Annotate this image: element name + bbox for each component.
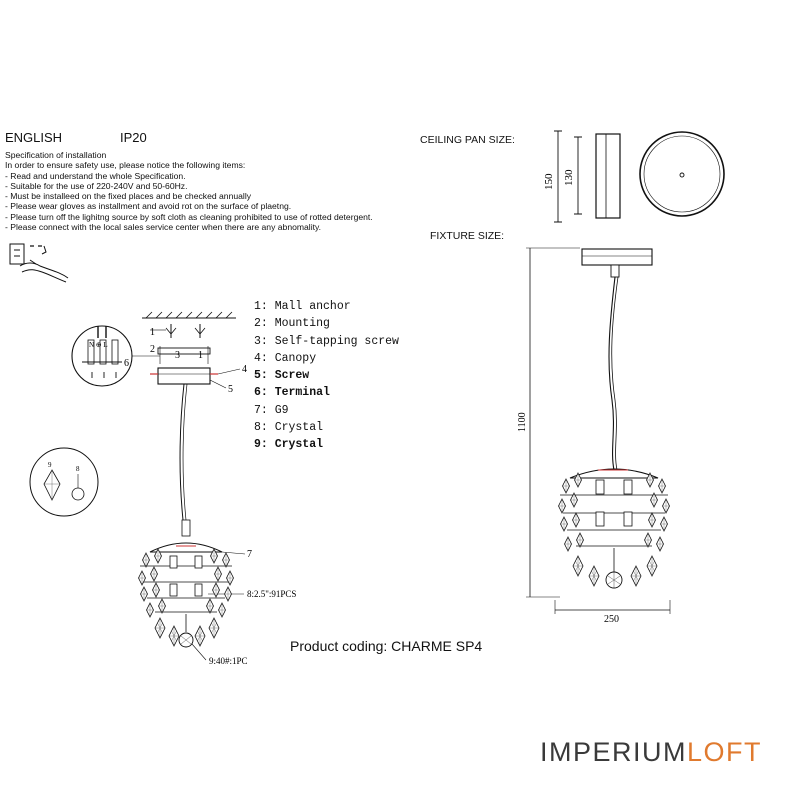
- product-coding: Product coding: CHARME SP4: [290, 638, 483, 654]
- ceiling-pan-size-label: CEILING PAN SIZE:: [420, 134, 515, 146]
- ceiling-hatch: [142, 311, 236, 319]
- callout-4: 4: [242, 364, 247, 375]
- ip-rating: IP20: [120, 130, 147, 145]
- legend-item: 4: Canopy: [254, 351, 317, 365]
- spec-line: In order to ensure safety use, please no…: [5, 160, 246, 171]
- legend-item: 8: Crystal: [254, 421, 324, 435]
- fixture-height: 1100: [517, 412, 528, 432]
- callout-crystal-9: 9:40#:1PC: [209, 656, 248, 666]
- safety-hand-icon: [7, 242, 73, 284]
- fixture-size-label: FIXTURE SIZE:: [430, 230, 505, 242]
- callout-6: 6: [124, 358, 129, 369]
- callout-2: 2: [150, 344, 155, 355]
- legend-item: 7: G9: [254, 403, 289, 417]
- brand-part-2: LOFT: [687, 737, 763, 767]
- parts-legend: 1: Mall anchor 2: Mounting 3: Self-tappi…: [254, 298, 399, 454]
- ceiling-pan-top-view: [639, 131, 725, 217]
- specification-title: Specification of installation: [5, 150, 107, 160]
- pan-height-inner: 130: [563, 169, 575, 186]
- spec-line: - Please connect with the local sales se…: [5, 222, 322, 233]
- callout-5: 5: [228, 384, 233, 395]
- fixture-width: 250: [604, 614, 619, 625]
- specification-block: Specification of installation In order t…: [5, 150, 373, 232]
- crystal-detail-circle: [29, 447, 99, 517]
- terminal-detail-circle: [71, 325, 160, 387]
- legend-item: 2: Mounting: [254, 317, 330, 331]
- legend-item: 5: Screw: [254, 369, 310, 383]
- crystal-detail-label-8: 8: [76, 465, 80, 473]
- brand-part-1: IMPERIUM: [540, 737, 687, 767]
- callout-1: 1: [150, 327, 155, 338]
- pan-height-outer: 150: [543, 173, 555, 190]
- ceiling-pan-side-view: [554, 130, 621, 223]
- callout-7: 7: [247, 549, 252, 560]
- legend-item: 3: Self-tapping screw: [254, 334, 399, 348]
- spec-line: - Suitable for the use of 220-240V and 5…: [5, 180, 188, 191]
- brand-logo: IMPERIUMLOFT: [540, 737, 762, 768]
- mounting-assembly: [150, 324, 241, 521]
- legend-item: 1: Mall anchor: [254, 300, 351, 313]
- terminal-letters: N ⊕ L: [89, 341, 108, 349]
- callout-1b: 1: [198, 350, 203, 361]
- fixture-front-view: [560, 248, 668, 589]
- spec-line: - Must be installeed on the fixed places…: [5, 191, 252, 202]
- callout-crystal-8: 8:2.5":91PCS: [247, 589, 296, 599]
- fixture-assembly-left: [140, 519, 246, 661]
- spec-line: - Please turn off the lighitng source by…: [5, 211, 373, 222]
- spec-line: - Please wear gloves as installment and …: [5, 201, 292, 212]
- crystal-detail-label-9: 9: [48, 461, 52, 469]
- spec-line: - Read and understand the whole Specific…: [5, 170, 186, 181]
- fixture-dimension-lines: [526, 247, 671, 614]
- callout-3: 3: [175, 350, 180, 361]
- legend-item: 9: Crystal: [254, 438, 324, 452]
- language-label: ENGLISH: [5, 130, 63, 145]
- legend-item: 6: Terminal: [254, 386, 330, 400]
